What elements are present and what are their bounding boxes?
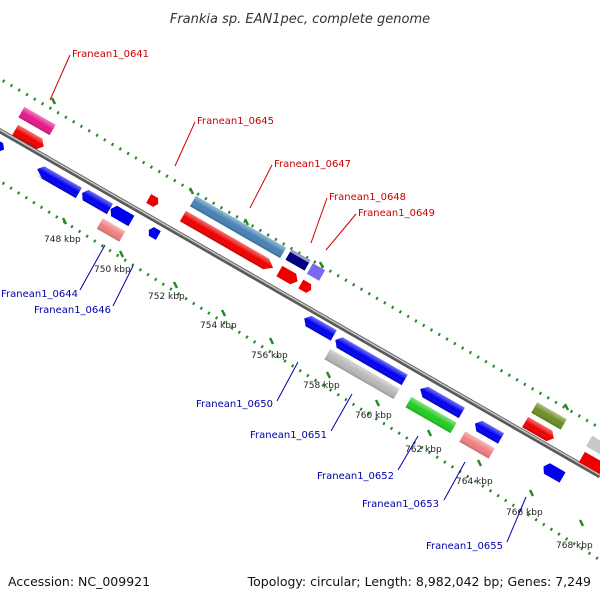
leader-lines-forward <box>49 54 357 251</box>
outer-tick-track <box>0 77 600 430</box>
gene-labels-reverse: Franean1_0644 Franean1_0646 Franean1_065… <box>1 289 503 552</box>
gene-label-0641: Franean1_0641 <box>72 49 149 60</box>
gene-0644b <box>110 205 135 227</box>
gene-labels-forward: Franean1_0641 Franean1_0645 Franean1_064… <box>72 49 435 219</box>
gene-0649c <box>298 279 312 293</box>
gene-features <box>0 106 600 483</box>
tick-label-750: 750 kbp <box>94 265 131 275</box>
gene-0642 <box>12 124 44 150</box>
gene-0652b <box>420 386 465 419</box>
gene-label-0646: Franean1_0646 <box>34 305 111 316</box>
tick-label-766: 766 kbp <box>506 508 543 518</box>
tick-label-752: 752 kbp <box>148 292 185 302</box>
outer-major-ticks <box>50 97 570 411</box>
gene-0649 <box>306 263 326 281</box>
gene-0646 <box>96 218 126 242</box>
tick-label-760: 760 kbp <box>355 411 392 421</box>
tick-label-754: 754 kbp <box>200 321 237 331</box>
gene-label-0652: Franean1_0652 <box>317 471 394 482</box>
kbp-tick-labels: 748 kbp 750 kbp 752 kbp 754 kbp 756 kbp … <box>44 235 593 551</box>
gene-label-0655: Franean1_0655 <box>426 541 503 552</box>
gene-label-0644: Franean1_0644 <box>1 289 78 300</box>
gene-0654b <box>522 416 554 442</box>
gene-label-0645: Franean1_0645 <box>197 116 274 127</box>
gene-label-0650: Franean1_0650 <box>196 399 273 410</box>
gene-0652 <box>405 396 457 434</box>
gene-0656b <box>578 451 600 475</box>
gene-0654 <box>531 402 567 430</box>
topology-text: Topology: circular; Length: 8,982,042 bp… <box>247 574 591 589</box>
gene-0646b <box>148 227 161 240</box>
gene-0644 <box>82 189 113 215</box>
gene-0648 <box>285 249 311 271</box>
gene-0656 <box>586 435 600 455</box>
gene-label-0649: Franean1_0649 <box>358 208 435 219</box>
gene-label-0653: Franean1_0653 <box>362 499 439 510</box>
gene-0655 <box>543 463 566 483</box>
gene-0651b <box>324 348 400 400</box>
tick-label-748: 748 kbp <box>44 235 81 245</box>
gene-0647b <box>179 210 274 270</box>
gene-label-0647: Franean1_0647 <box>274 159 351 170</box>
gene-0643 <box>37 166 82 199</box>
gene-0649b <box>276 265 298 285</box>
gene-0651 <box>335 337 408 386</box>
tick-label-764: 764 kbp <box>456 477 493 487</box>
map-title: Frankia sp. EAN1pec, complete genome <box>170 12 430 27</box>
gene-0647 <box>189 195 287 259</box>
accession-text: Accession: NC_009921 <box>8 574 150 589</box>
gene-0650 <box>304 315 337 341</box>
inner-tick-track <box>0 179 600 562</box>
gene-0645 <box>146 194 159 207</box>
gene-0641 <box>18 106 56 136</box>
tick-label-758: 758 kbp <box>303 381 340 391</box>
inner-major-ticks <box>61 217 585 527</box>
genome-backbone <box>0 127 600 479</box>
tick-label-756: 756 kbp <box>251 351 288 361</box>
gene-0653 <box>459 431 495 459</box>
leader-lines-reverse <box>79 244 527 543</box>
gene-0653b <box>474 420 504 444</box>
gene-0642b <box>0 138 5 152</box>
gene-label-0648: Franean1_0648 <box>329 192 406 203</box>
tick-label-762: 762 kbp <box>405 445 442 455</box>
tick-label-768: 768 kbp <box>556 541 593 551</box>
gene-label-0651: Franean1_0651 <box>250 430 327 441</box>
